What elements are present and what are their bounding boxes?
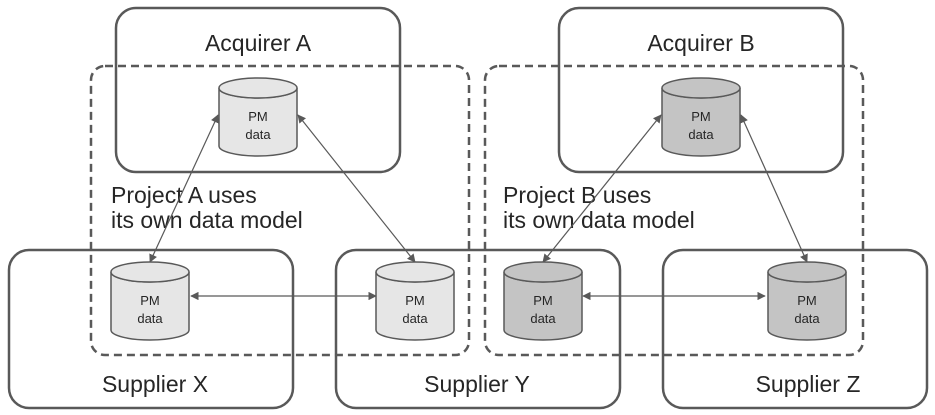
supplier-y-label: Supplier Y: [424, 371, 530, 397]
project-b-label-line2: its own data model: [503, 207, 695, 233]
project-b-boundary: [483, 64, 865, 357]
database-label-line2: data: [794, 311, 820, 326]
pm-data-database-sup-y-a: PM data: [375, 261, 455, 341]
pm-data-database-acq-b: PM data: [661, 77, 741, 157]
project-b-label-line1: Project B uses: [503, 182, 651, 208]
link-acq-b-sup-y: [542, 114, 662, 263]
link-acq-b-sup-z: [740, 114, 808, 263]
database-label-line2: data: [688, 127, 714, 142]
database-label-line2: data: [245, 127, 271, 142]
acquirer-a-label: Acquirer A: [205, 30, 312, 56]
database-label-line1: PM: [797, 293, 817, 308]
pm-data-database-acq-a: PM data: [218, 77, 298, 157]
pm-data-database-sup-z: PM data: [767, 261, 847, 341]
project-a-label-line2: its own data model: [111, 207, 303, 233]
acquirer-b-label: Acquirer B: [647, 30, 754, 56]
supplier-z-label: Supplier Z: [756, 371, 861, 397]
database-label-line1: PM: [405, 293, 425, 308]
project-a-boundary: [89, 64, 471, 357]
database-label-line1: PM: [691, 109, 711, 124]
project-a-label-line1: Project A uses: [111, 182, 257, 208]
database-label-line2: data: [137, 311, 163, 326]
database-label-line1: PM: [533, 293, 553, 308]
database-label-line2: data: [402, 311, 428, 326]
link-acq-a-sup-x: [149, 114, 219, 263]
database-label-line1: PM: [248, 109, 268, 124]
pm-data-database-sup-y-b: PM data: [503, 261, 583, 341]
link-acq-a-sup-y: [297, 114, 416, 263]
pm-data-database-sup-x: PM data: [110, 261, 190, 341]
database-label-line2: data: [530, 311, 556, 326]
database-label-line1: PM: [140, 293, 160, 308]
supplier-x-label: Supplier X: [102, 371, 208, 397]
